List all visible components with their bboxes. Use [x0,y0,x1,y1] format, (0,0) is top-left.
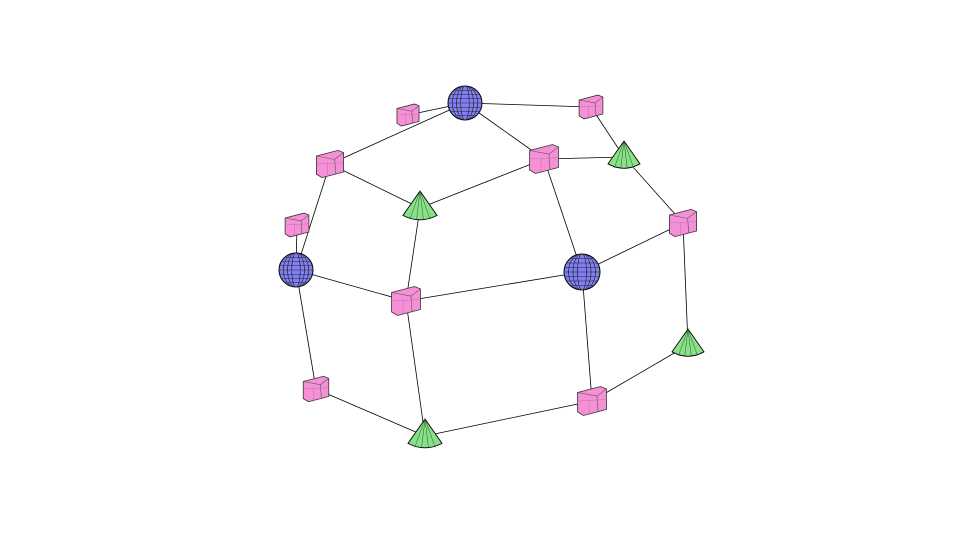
cone-node [607,140,641,169]
edge [405,207,421,302]
edge [295,269,407,302]
edge [464,102,592,108]
edge [329,163,421,209]
edge [623,156,684,224]
edge [581,222,684,273]
sphere-node [278,252,314,288]
edge [315,388,426,437]
cone-node [402,190,438,221]
cube-node [529,144,559,174]
cone-node [671,328,705,357]
cube-node [315,149,345,179]
edge [682,222,689,346]
edge [329,102,466,165]
cube-node [391,286,421,316]
edge [591,344,689,402]
edge [295,163,331,271]
edge [405,271,583,302]
cube-node [577,386,607,416]
cube-node [284,212,310,238]
edge [405,300,426,437]
sphere-node [447,85,483,121]
edge [424,400,593,437]
edge [295,269,317,390]
sphere-node [563,253,601,291]
edge [543,158,583,273]
cube-node [396,103,420,127]
cone-node [407,418,443,449]
nodes [278,85,705,449]
cube-node [669,208,697,238]
cube-node [578,94,604,120]
edge [581,271,593,402]
cube-node [302,375,330,403]
edge [419,158,545,209]
